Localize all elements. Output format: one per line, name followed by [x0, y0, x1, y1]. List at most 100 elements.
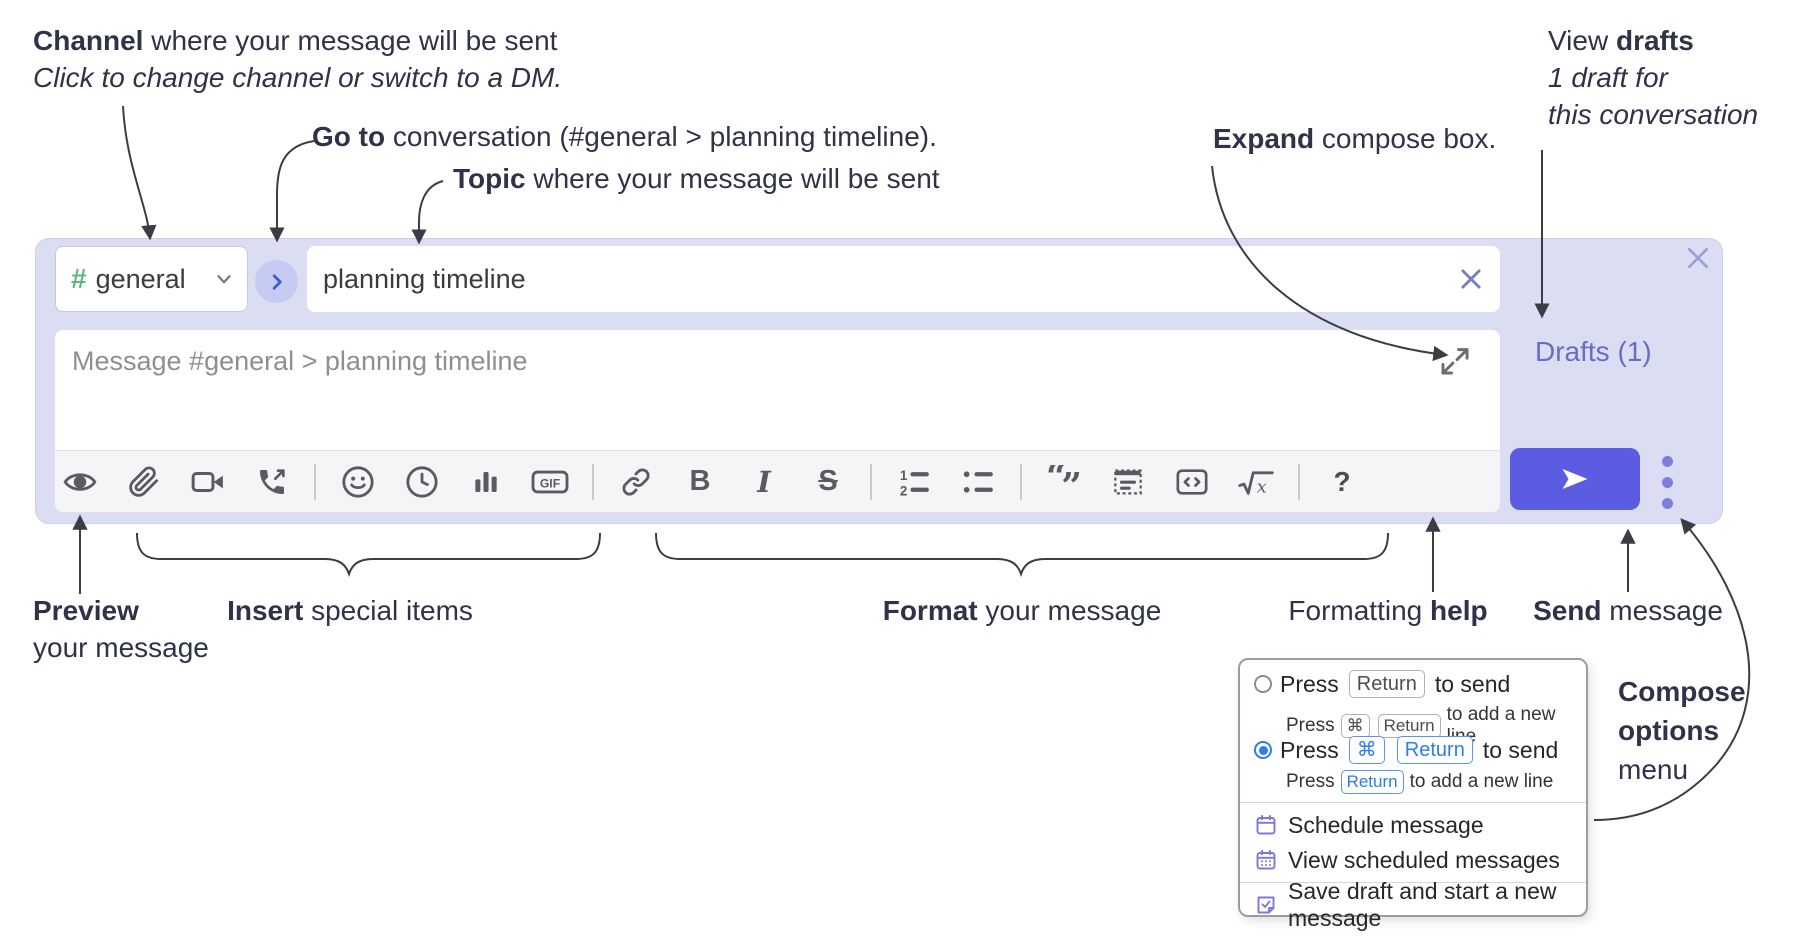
cmd-key: ⌘ — [1340, 714, 1370, 738]
bold-icon: B — [689, 465, 711, 497]
clear-x-icon — [1461, 269, 1481, 289]
option-cmd-enter-to-send[interactable]: Press ⌘ Return to send — [1254, 736, 1558, 764]
calendar-days-icon — [1256, 849, 1276, 870]
go-to-conversation-button[interactable] — [255, 260, 298, 303]
calendar-icon — [1256, 814, 1276, 835]
kebab-dot — [1662, 456, 1673, 467]
bar-chart-icon — [475, 471, 497, 492]
attach-file-button[interactable] — [122, 460, 166, 504]
goto-arrow — [269, 140, 315, 243]
channel-arrow — [122, 105, 157, 241]
topic-input[interactable]: planning timeline — [307, 246, 1500, 312]
close-compose-button[interactable] — [1682, 242, 1714, 274]
message-placeholder: Message #general > planning timeline — [72, 346, 528, 376]
toolbar-divider — [314, 463, 316, 500]
clear-topic-button[interactable] — [1456, 264, 1486, 294]
channel-selector[interactable]: # general — [55, 246, 248, 312]
close-icon — [1688, 248, 1708, 268]
option-text: Press — [1280, 670, 1339, 697]
menu-item-save-draft[interactable]: Save draft and start a new message — [1254, 878, 1586, 931]
topic-value: planning timeline — [323, 263, 526, 294]
toolbar-divider — [870, 463, 872, 500]
strikethrough-icon: S — [818, 465, 838, 497]
svg-text:1: 1 — [900, 467, 908, 482]
annotation-expand: Expand compose box. — [1213, 123, 1497, 154]
link-button[interactable] — [614, 460, 658, 504]
time-button[interactable] — [400, 460, 444, 504]
bulleted-list-button[interactable] — [956, 460, 1000, 504]
math-sqrt-icon: x — [1238, 470, 1274, 497]
menu-item-label: View scheduled messages — [1288, 846, 1560, 873]
toolbar-divider — [592, 463, 594, 500]
gif-button[interactable]: GIF — [528, 460, 572, 504]
return-key: Return — [1348, 670, 1425, 698]
link-icon — [622, 468, 650, 495]
spoiler-icon — [1114, 469, 1142, 494]
expand-compose-button[interactable] — [1438, 344, 1472, 378]
svg-text:2: 2 — [900, 483, 907, 498]
annotation-formatting-help: Formatting help — [1288, 595, 1488, 626]
phone-outgoing-icon — [260, 468, 285, 494]
clock-icon — [406, 465, 438, 498]
numbered-list-button[interactable]: 1 2 — [892, 460, 936, 504]
quote-icon: “ ” — [1046, 465, 1082, 499]
annotation-view-drafts: View drafts 1 draft for this conversatio… — [1548, 25, 1759, 130]
italic-icon: I — [757, 464, 771, 499]
channel-name: general — [95, 263, 186, 294]
menu-item-view-scheduled[interactable]: View scheduled messages — [1254, 843, 1560, 877]
compose-options-menu-button[interactable] — [1662, 456, 1673, 509]
popup-divider — [1240, 802, 1586, 803]
kebab-dot — [1662, 498, 1673, 509]
annotation-compose-options: Compose options menu — [1618, 676, 1746, 785]
cmd-key: ⌘ — [1348, 736, 1385, 764]
return-key: Return — [1377, 714, 1441, 738]
popup-divider — [1240, 882, 1586, 883]
format-brace — [655, 532, 1389, 578]
annotation-format: Format your message — [882, 595, 1162, 626]
math-button[interactable]: x — [1234, 460, 1278, 504]
smiley-icon — [342, 465, 374, 498]
toolbar-divider — [1020, 463, 1022, 500]
option-text: Press — [1280, 736, 1339, 763]
message-compose-area[interactable]: Message #general > planning timeline — [55, 330, 1500, 512]
option-enter-to-send[interactable]: Press Return to send — [1254, 670, 1510, 698]
preview-eye-button[interactable] — [58, 460, 102, 504]
draft-note-icon — [1257, 896, 1275, 914]
return-key: Return — [1396, 736, 1473, 764]
svg-text:”: ” — [1061, 465, 1082, 498]
radio-selected-icon[interactable] — [1254, 741, 1272, 759]
topic-arrow — [411, 180, 444, 245]
radio-unselected-icon[interactable] — [1254, 675, 1272, 693]
spoiler-button[interactable] — [1106, 460, 1150, 504]
quote-button[interactable]: “ ” — [1042, 460, 1086, 504]
chevron-right-icon — [272, 273, 282, 290]
formatting-help-button[interactable]: ? — [1320, 460, 1364, 504]
svg-text:x: x — [1257, 477, 1267, 497]
annotation-send-message: Send message — [1533, 595, 1723, 626]
chevron-down-icon — [217, 275, 231, 284]
annotation-insert: Insert special items — [227, 595, 473, 626]
option-text: to send — [1482, 736, 1559, 763]
kebab-dot — [1662, 477, 1673, 488]
send-button[interactable] — [1510, 448, 1640, 510]
drafts-link[interactable]: Drafts (1) — [1535, 336, 1652, 367]
code-button[interactable] — [1170, 460, 1214, 504]
emoji-button[interactable] — [336, 460, 380, 504]
eye-icon — [63, 472, 97, 491]
send-plane-icon — [1562, 469, 1588, 489]
video-call-button[interactable] — [186, 460, 230, 504]
svg-text:GIF: GIF — [540, 476, 560, 490]
menu-item-schedule-message[interactable]: Schedule message — [1254, 808, 1484, 842]
voice-call-button[interactable] — [250, 460, 294, 504]
numbered-list-icon: 1 2 — [900, 467, 929, 498]
bold-button[interactable]: B — [678, 460, 722, 504]
strikethrough-button[interactable]: S — [806, 460, 850, 504]
return-key: Return — [1340, 770, 1404, 794]
annotation-channel: Channel where your message will be sent … — [33, 25, 563, 93]
option-text: to send — [1434, 670, 1511, 697]
svg-text:“: “ — [1046, 465, 1067, 498]
italic-button[interactable]: I — [742, 460, 786, 504]
poll-button[interactable] — [464, 460, 508, 504]
annotation-preview: Preview your message — [33, 595, 209, 663]
